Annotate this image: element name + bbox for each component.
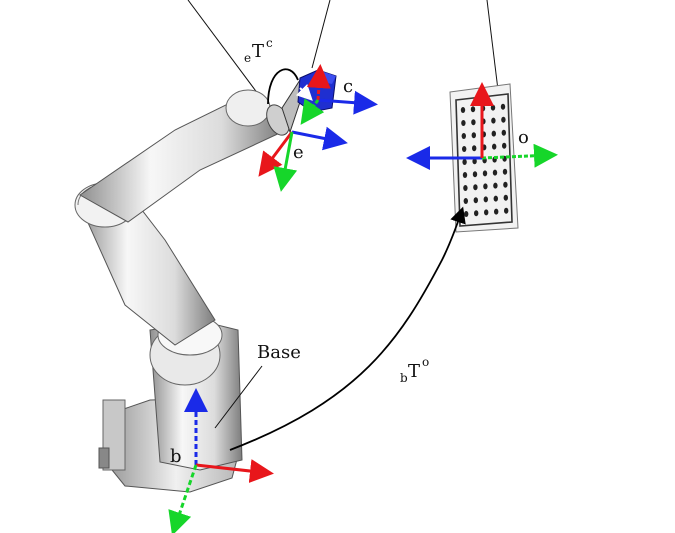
svg-text:c: c bbox=[266, 36, 273, 50]
object-frame-axes bbox=[406, 82, 558, 170]
calibration-dot bbox=[463, 185, 468, 191]
leader-line-base bbox=[214, 365, 263, 429]
calibration-dot bbox=[462, 172, 468, 178]
calibration-dot bbox=[491, 130, 496, 137]
calibration-dot bbox=[503, 181, 508, 188]
bto-transform-arrow bbox=[229, 206, 466, 451]
camera-label: c bbox=[343, 76, 353, 97]
calibration-dot bbox=[483, 196, 488, 203]
calibration-dot bbox=[483, 183, 488, 190]
calibration-dot bbox=[500, 103, 506, 110]
svg-text:e: e bbox=[244, 51, 251, 65]
svg-text:T: T bbox=[252, 41, 264, 62]
calibration-dot bbox=[471, 119, 476, 126]
calibration-dot bbox=[484, 209, 489, 216]
calibration-dot bbox=[470, 106, 476, 113]
calibration-dot bbox=[474, 210, 479, 217]
calibration-dot bbox=[501, 116, 506, 123]
base-label: Base bbox=[257, 342, 301, 363]
leader-line-object bbox=[486, 0, 499, 91]
calibration-dot bbox=[473, 184, 478, 191]
calibration-dot bbox=[460, 107, 466, 113]
calibration-dot bbox=[490, 104, 496, 111]
camera-frame-axes bbox=[300, 64, 378, 125]
calibration-dot bbox=[472, 158, 477, 165]
svg-text:o: o bbox=[422, 355, 429, 369]
calibration-dot bbox=[462, 159, 467, 165]
calibration-dot bbox=[503, 194, 508, 201]
calibration-dot bbox=[471, 132, 476, 139]
calibration-dot bbox=[472, 171, 478, 178]
bto-label: b T o bbox=[400, 355, 429, 385]
calibration-dot bbox=[493, 182, 498, 189]
etc-label: e T c bbox=[244, 36, 273, 65]
calibration-dot bbox=[501, 129, 506, 136]
calibration-dot bbox=[493, 195, 498, 202]
calibration-dot bbox=[482, 170, 488, 177]
etc-transform-arrow bbox=[267, 68, 299, 105]
calibration-dot bbox=[472, 145, 477, 152]
calibration-dot bbox=[502, 168, 508, 175]
calibration-dot bbox=[491, 117, 496, 124]
svg-text:T: T bbox=[408, 361, 420, 382]
calibration-dot bbox=[492, 143, 497, 150]
object-label: o bbox=[518, 127, 529, 148]
calibration-dot bbox=[461, 133, 466, 139]
calibration-dot bbox=[462, 146, 467, 152]
effector-frame-axes bbox=[258, 126, 348, 192]
base-frame-axes bbox=[168, 388, 274, 533]
calibration-dot bbox=[464, 211, 469, 217]
calibration-dot bbox=[473, 197, 478, 204]
calibration-dot bbox=[463, 198, 468, 204]
base-frame-label: b bbox=[170, 446, 182, 467]
leader-line-etc bbox=[187, 0, 268, 107]
leader-line-camera bbox=[311, 0, 331, 69]
calibration-dot bbox=[461, 120, 466, 126]
svg-text:b: b bbox=[400, 371, 408, 385]
calibration-dot bbox=[502, 142, 507, 149]
effector-label: e bbox=[293, 142, 304, 163]
calibration-dot bbox=[504, 207, 509, 214]
calibration-dot bbox=[494, 208, 499, 215]
robot-arm bbox=[74, 78, 305, 493]
calibration-dot bbox=[492, 169, 498, 176]
